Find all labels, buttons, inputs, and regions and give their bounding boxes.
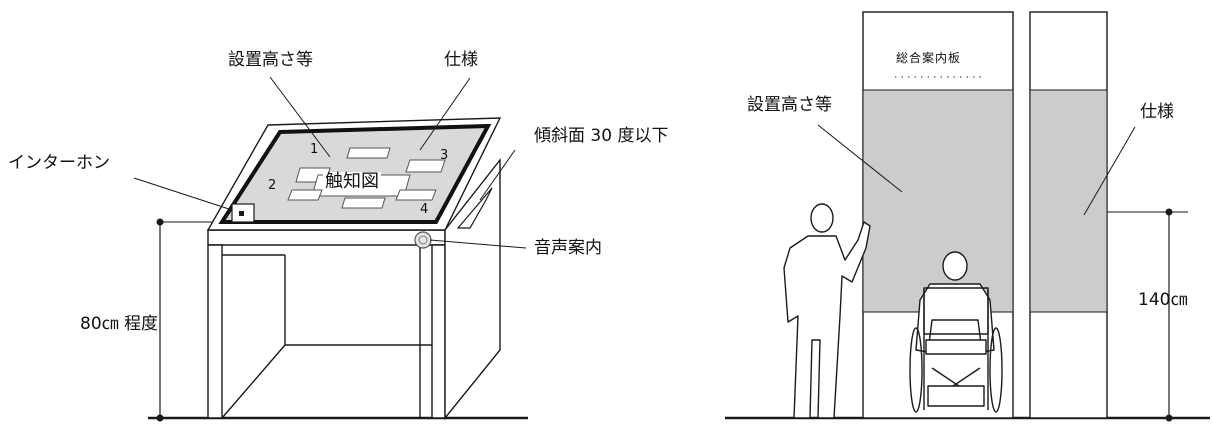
label-board-title: 総合案内板 (896, 51, 962, 65)
leader-lines-left (133, 76, 527, 249)
kiosk-body (207, 157, 501, 420)
dimension-dot-bottom-left (156, 414, 164, 422)
label-height-left: 80㎝ 程度 (80, 314, 159, 334)
wheelchair-user-icon (909, 251, 1003, 413)
label-setting-height-right: 設置高さ等 (747, 95, 832, 115)
label-height-right: 140㎝ (1138, 290, 1188, 310)
speaker-icon (414, 231, 432, 249)
standing-person-icon (783, 203, 871, 419)
dimension-dot-bottom-right (1165, 414, 1173, 422)
label-spec-right: 仕様 (1140, 102, 1174, 122)
map-number-2: 2 (268, 178, 277, 193)
map-number-1: 1 (310, 142, 319, 157)
label-setting-height-left: 設置高さ等 (228, 50, 313, 70)
label-audio-guide: 音声案内 (534, 238, 602, 258)
board-side-panel (1029, 89, 1108, 313)
speaker-inner-icon (418, 235, 428, 245)
board-front-panel (862, 89, 1014, 313)
leader-lines-right (817, 124, 1136, 216)
map-number-4: 4 (420, 202, 429, 217)
tilt-wedge (456, 187, 493, 229)
map-number-3: 3 (440, 148, 449, 163)
label-spec-left: 仕様 (444, 50, 478, 70)
label-tilt: 傾斜面 30 度以下 (534, 126, 669, 146)
label-intercom: インターホン (8, 153, 110, 173)
label-tactile-map: 触知図 (323, 171, 381, 192)
intercom-button (239, 211, 244, 216)
